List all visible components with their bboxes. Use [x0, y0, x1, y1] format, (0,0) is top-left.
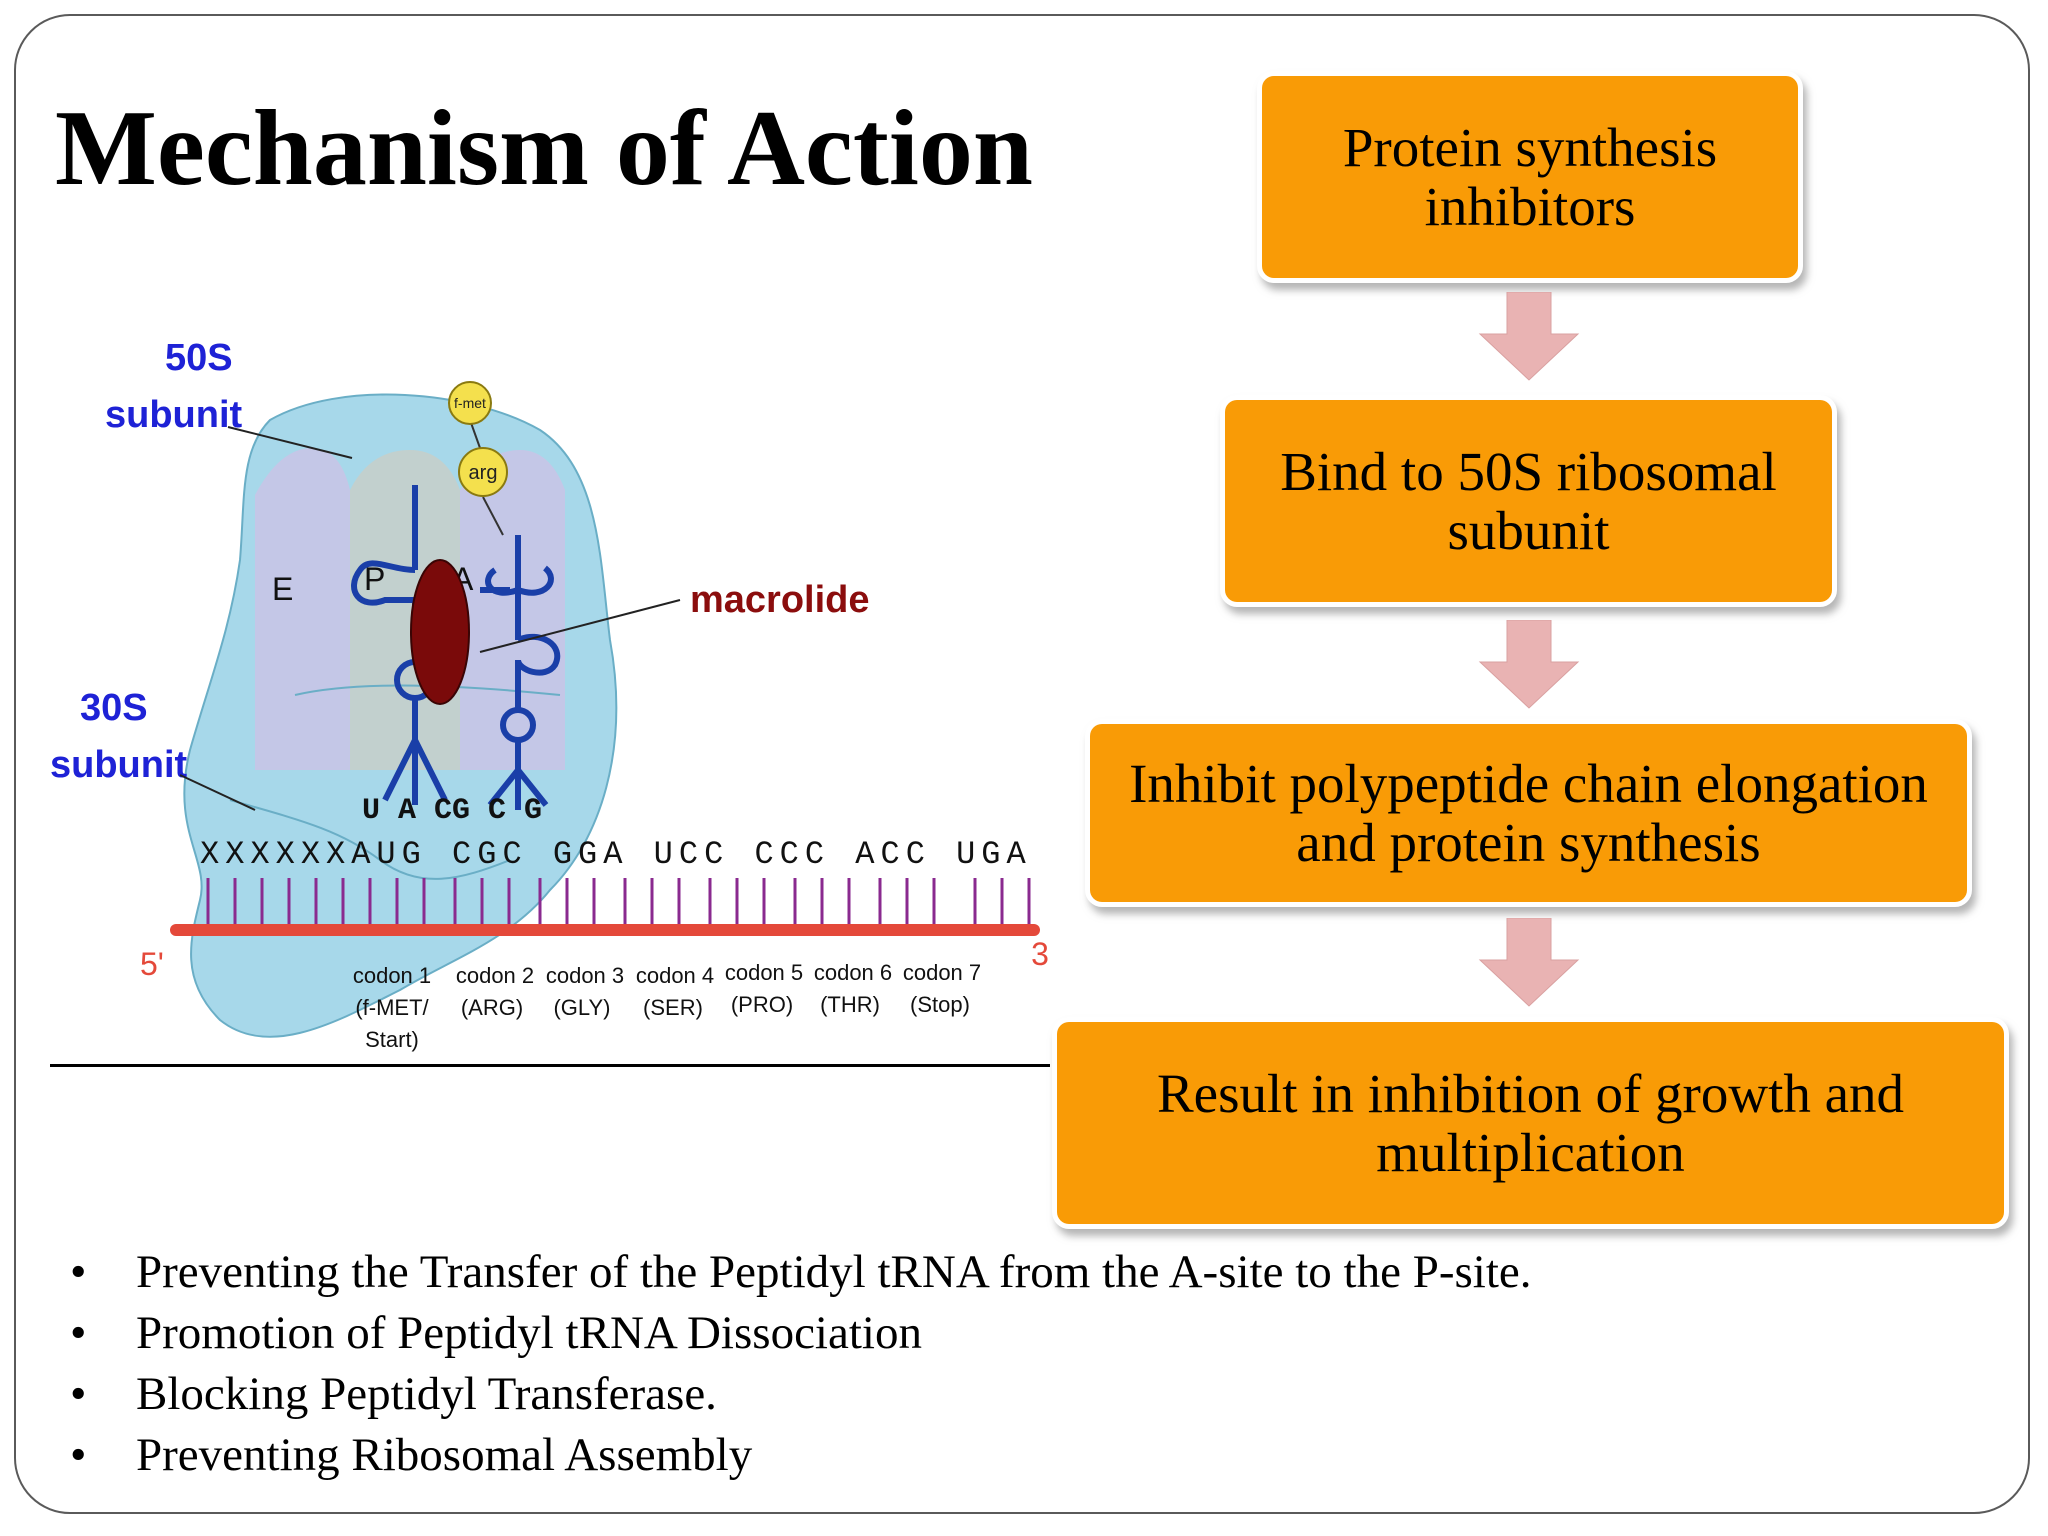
bullet-item: • Promotion of Peptidyl tRNA Dissociation: [70, 1303, 1532, 1364]
codon-7-aa: (Stop): [910, 992, 970, 1017]
anticodon-uac: U A C: [362, 794, 452, 828]
codon-7-name: codon 7: [903, 960, 981, 985]
mrna-strand: [170, 924, 1040, 936]
codon-6-aa: (THR): [820, 992, 880, 1017]
codon-4-name: codon 4: [636, 963, 714, 988]
site-e-label: E: [272, 571, 293, 607]
codon-3-aa: (GLY): [553, 995, 610, 1020]
label-50s: 50S: [165, 337, 233, 379]
bullet-item: • Preventing the Transfer of the Peptidyl…: [70, 1242, 1532, 1303]
amino-acid-fmet-label: f-met: [454, 395, 486, 411]
bullet-text: Promotion of Peptidyl tRNA Dissociation: [136, 1307, 922, 1359]
ribosome-diagram: E P A f-met arg 50S subunit 30S subunit …: [50, 337, 1050, 1052]
trna-p: [351, 485, 448, 805]
amino-acid-fmet: [448, 381, 492, 425]
bullet-text: Preventing the Transfer of the Peptidyl …: [136, 1246, 1532, 1298]
bullet-text: Preventing Ribosomal Assembly: [136, 1429, 753, 1481]
anticodon-gcg: G C G: [452, 794, 542, 828]
slide-title: Mechanism of Action: [55, 89, 1033, 208]
codon-3-name: codon 3: [546, 963, 624, 988]
flow-box-protein-synthesis-inhibitors: Protein synthesis inhibitors: [1262, 76, 1798, 278]
bullet-text: Blocking Peptidyl Transferase.: [136, 1368, 717, 1420]
end-3-label: 3': [1031, 936, 1050, 972]
amino-acid-arg-label: arg: [469, 462, 498, 484]
flow-arrow-down-icon: [1478, 292, 1580, 381]
codon-6-name: codon 6: [814, 960, 892, 985]
bullet-item: • Blocking Peptidyl Transferase.: [70, 1364, 1532, 1425]
codon-4-aa: (SER): [643, 995, 703, 1020]
bullet-marker: •: [70, 1368, 87, 1420]
bullet-item: • Preventing Ribosomal Assembly: [70, 1425, 1532, 1486]
bullet-list: • Preventing the Transfer of the Peptidyl…: [70, 1242, 1532, 1486]
end-5-label: 5': [140, 946, 164, 982]
flow-box-bind-50s: Bind to 50S ribosomal subunit: [1225, 400, 1832, 602]
flow-arrow-down-icon: [1478, 918, 1580, 1007]
codon-2-name: codon 2: [456, 963, 534, 988]
site-p-label: P: [364, 561, 385, 597]
codon-1-name: codon 1: [353, 963, 431, 988]
codon-1-aa: (f-MET/: [355, 995, 429, 1020]
label-macrolide: macrolide: [690, 579, 870, 621]
mrna-sequence: XXXXXXAUG CGC GGA UCC CCC ACC UGA: [200, 836, 1032, 873]
codon-5-aa: (PRO): [731, 992, 793, 1017]
a-site: [460, 450, 565, 770]
e-site: [255, 448, 350, 770]
bullet-marker: •: [70, 1246, 87, 1298]
codon-5-name: codon 5: [725, 960, 803, 985]
bullet-marker: •: [70, 1307, 87, 1359]
mrna-ticks: [206, 878, 1031, 928]
macrolide-molecule: [410, 559, 470, 705]
label-30s: 30S: [80, 687, 148, 729]
label-50s-subunit: subunit: [105, 394, 243, 436]
flow-arrow-down-icon: [1478, 620, 1580, 709]
amino-acid-arg: [458, 447, 508, 497]
codon-1-extra: Start): [365, 1027, 419, 1052]
flow-box-inhibit-elongation: Inhibit polypeptide chain elongation and…: [1090, 724, 1967, 902]
codon-2-aa: (ARG): [461, 995, 523, 1020]
label-30s-subunit: subunit: [50, 744, 188, 786]
bullet-marker: •: [70, 1429, 87, 1481]
divider-line: [50, 1064, 1050, 1067]
flow-box-result-inhibition: Result in inhibition of growth and multi…: [1057, 1022, 2004, 1224]
